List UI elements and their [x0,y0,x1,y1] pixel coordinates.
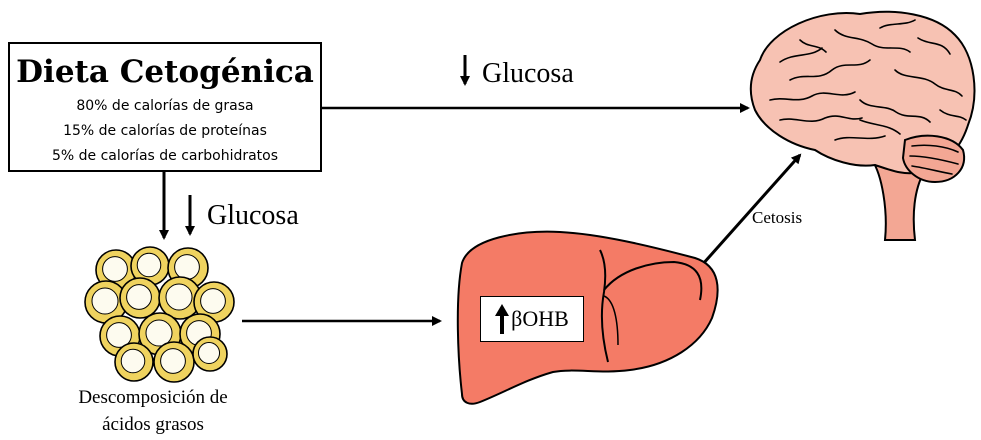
diet-carb-line: 5% de calorías de carbohidratos [10,144,320,169]
fatty-acids-label-line2: ácidos grasos [33,411,273,438]
fatty-acids-label: Descomposición de ácidos grasos [33,384,273,438]
fat-cell-core [103,257,128,282]
bohb-label: βOHB [511,306,569,332]
fat-cells-icon [85,247,234,382]
fat-cell-core [161,349,186,374]
ketosis-label: Cetosis [752,208,802,228]
fat-cell-core [137,253,161,277]
arrow-up-icon [495,304,509,334]
fat-cell-core [92,288,118,314]
fatty-acids-label-line1: Descomposición de [33,384,273,411]
glucose-left-label: Glucosa [207,200,299,232]
diet-box: Dieta Cetogénica 80% de calorías de gras… [8,42,322,172]
fat-cell-core [166,284,192,310]
fat-cell-core [121,349,145,373]
diet-title: Dieta Cetogénica [10,54,320,90]
bohb-box: βOHB [480,296,584,342]
fat-cell-core [198,342,219,363]
diet-fat-line: 80% de calorías de grasa [10,94,320,119]
diet-protein-line: 15% de calorías de proteínas [10,119,320,144]
fat-cell-core [175,255,200,280]
glucose-top-label: Glucosa [482,58,574,90]
brain-icon [751,12,975,240]
fat-cell-core [201,289,226,314]
fat-cell-core [127,285,152,310]
